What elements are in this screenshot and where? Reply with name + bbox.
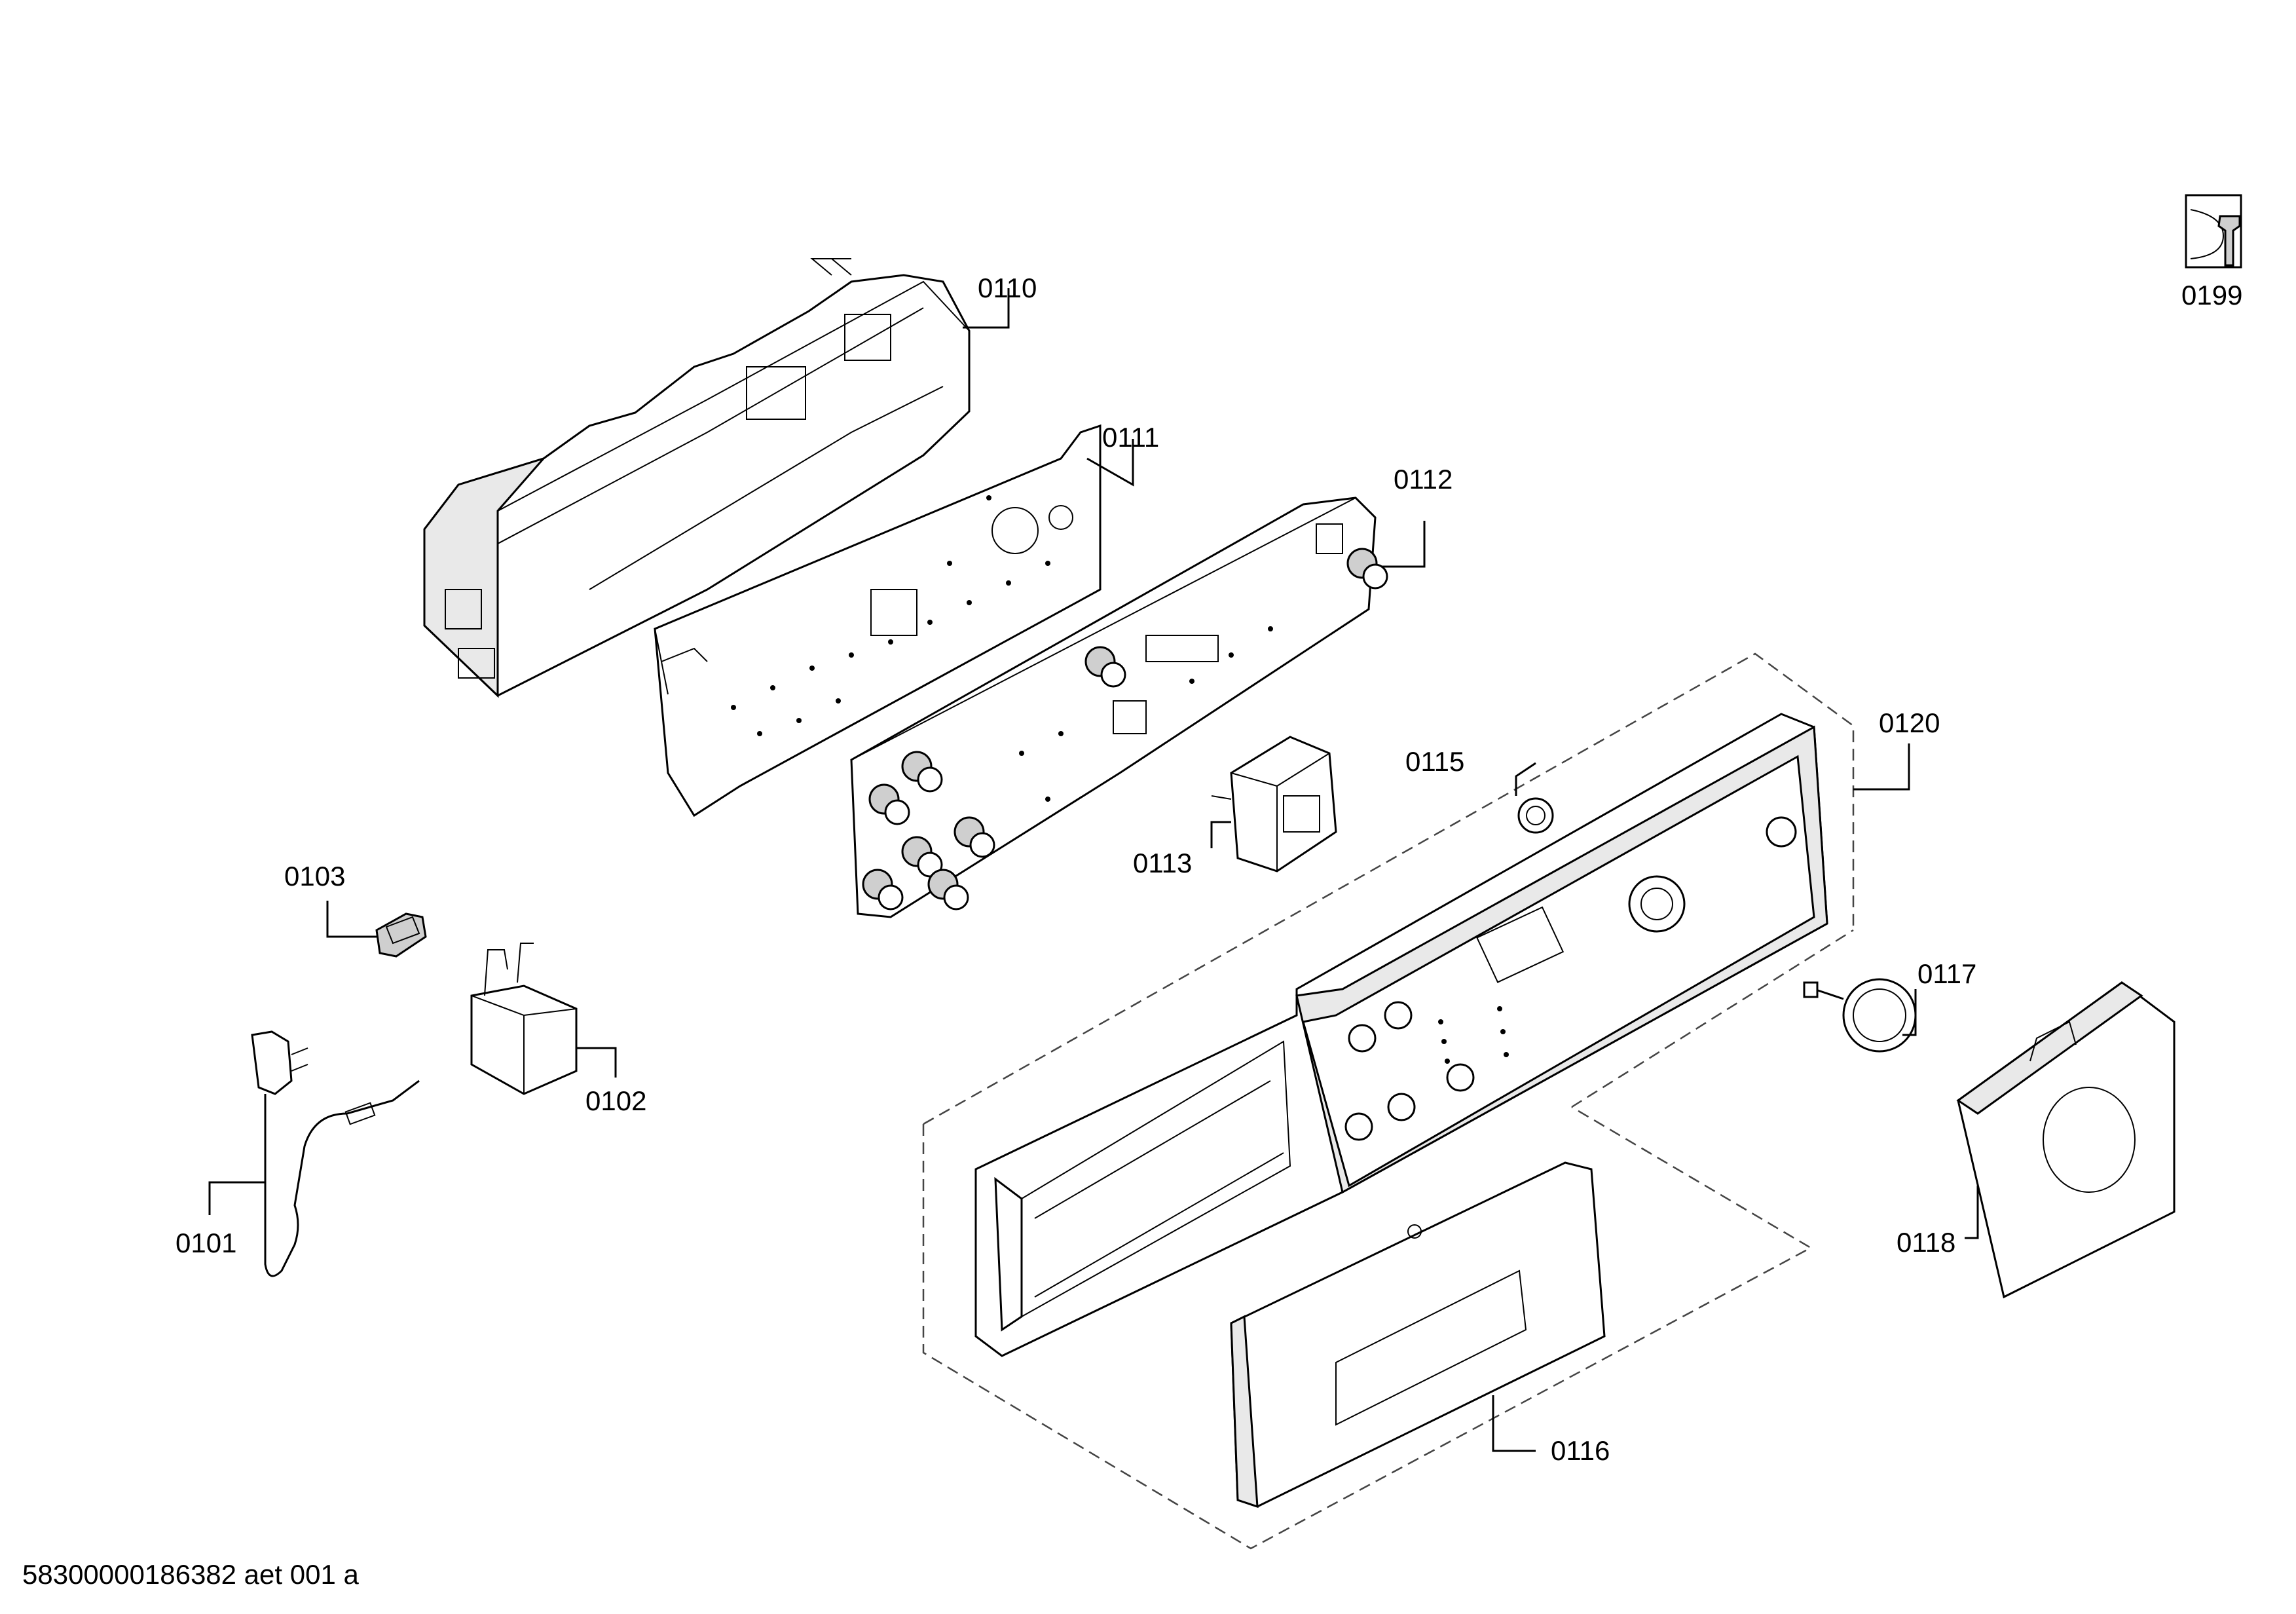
callout-0116: 0116 (1551, 1435, 1610, 1466)
callout-0118: 0118 (1897, 1227, 1956, 1258)
assembly-outline (922, 652, 1855, 1550)
part-0116-drawer-handle (1230, 1161, 1606, 1509)
part-0120-control-panel-fascia (974, 713, 1828, 1357)
callout-0113: 0113 (1133, 848, 1193, 878)
part-0115-cap (1517, 797, 1554, 834)
callout-0117: 0117 (1917, 958, 1977, 989)
part-0112-key-circuit-board (850, 497, 1388, 918)
part-0117-selector-knob (1803, 978, 1917, 1053)
part-0102-suppressor (470, 943, 578, 1095)
part-0113-program-module (1211, 736, 1337, 873)
wrench-icon (2185, 194, 2242, 269)
callout-0111: 0111 (1102, 422, 1160, 453)
key-switch-group (862, 548, 1388, 910)
part-0110-module-housing (423, 258, 971, 698)
callout-leaders (208, 288, 1979, 1452)
callout-0101: 0101 (176, 1228, 237, 1258)
callout-0199: 0199 (2181, 280, 2243, 310)
callout-0110: 0110 (978, 272, 1037, 303)
part-0118-side-cover (1956, 981, 2176, 1299)
callout-0120: 0120 (1879, 707, 1940, 738)
callout-0115: 0115 (1405, 746, 1465, 777)
callout-0103: 0103 (284, 861, 346, 891)
part-0111-main-circuit-board (654, 424, 1102, 817)
callout-0102: 0102 (585, 1085, 647, 1116)
part-0103-filter-connector (375, 912, 427, 958)
document-id: 58300000186382 aet 001 a (22, 1559, 359, 1590)
callout-0112: 0112 (1394, 464, 1453, 495)
part-0101-mains-cable (251, 1030, 420, 1277)
